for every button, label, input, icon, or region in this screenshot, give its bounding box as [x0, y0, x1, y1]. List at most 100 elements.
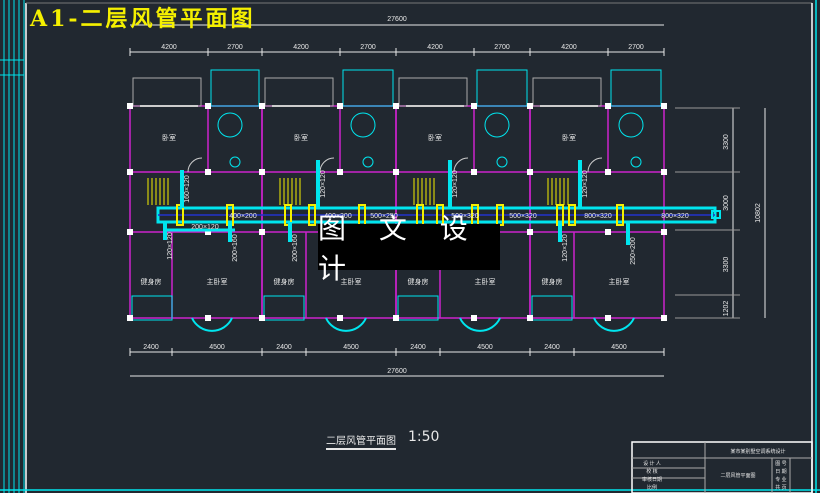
dimension-top: 4200 — [161, 44, 177, 51]
title-block-drawing: 二层风管平面图 — [720, 472, 755, 479]
bathtub-icon — [350, 112, 376, 138]
column — [527, 169, 533, 175]
room-label-gym: 健身房 — [542, 277, 563, 286]
column — [127, 229, 133, 235]
duct-fitting — [496, 204, 504, 226]
title-block-label: 审核日期 — [642, 476, 662, 483]
title-block-label: 比例 — [647, 484, 657, 491]
title-block-label: 专 业 — [775, 476, 786, 483]
bay-window — [459, 317, 501, 332]
room-label-master-bedroom: 主卧室 — [207, 277, 228, 286]
title-block-label: 图 号 — [775, 461, 786, 467]
column — [605, 315, 611, 321]
balcony — [610, 69, 662, 107]
duct-fitting — [308, 204, 316, 226]
column — [205, 315, 211, 321]
room-label-master-bedroom: 主卧室 — [475, 277, 496, 286]
column — [259, 315, 265, 321]
duct-size-label: 500×320 — [509, 213, 537, 220]
dimension-bottom: 2400 — [143, 344, 159, 351]
duct-size-label: 500×250 — [370, 213, 398, 220]
door-swing — [187, 157, 203, 173]
dimension-bottom: 4500 — [477, 344, 493, 351]
column — [527, 103, 533, 109]
drawing-title: A1-二层风管平面图 — [30, 6, 256, 32]
drawing-caption: 二层风管平面图 — [326, 432, 396, 450]
dimension-top: 4200 — [561, 44, 577, 51]
dimension-right: 3300 — [723, 257, 730, 273]
washbasin-icon — [362, 156, 374, 168]
column — [393, 103, 399, 109]
door-swing — [453, 157, 469, 173]
column — [337, 169, 343, 175]
column — [661, 103, 667, 109]
column — [127, 169, 133, 175]
dimension-right-total: 10802 — [755, 203, 762, 223]
duct-size-label: 400×200 — [229, 213, 257, 220]
title-block-label: 日 期 — [775, 469, 786, 475]
column — [259, 229, 265, 235]
dimension-top: 2700 — [360, 44, 376, 51]
column — [527, 229, 533, 235]
dimension-top: 2700 — [227, 44, 243, 51]
room-label-gym: 健身房 — [274, 277, 295, 286]
column — [393, 169, 399, 175]
column — [127, 103, 133, 109]
column — [393, 315, 399, 321]
branch-size-label: 120×120 — [562, 234, 569, 262]
dimension-bottom: 2400 — [276, 344, 292, 351]
balcony — [342, 69, 394, 107]
column — [661, 315, 667, 321]
column — [337, 315, 343, 321]
dimension-right: 3300 — [723, 134, 730, 150]
door-swing — [319, 157, 335, 173]
balcony — [476, 69, 528, 107]
room-label-bedroom: 卧室 — [562, 133, 576, 142]
dimension-bottom: 4500 — [343, 344, 359, 351]
duct-fitting — [568, 204, 576, 226]
column — [471, 315, 477, 321]
column — [661, 169, 667, 175]
column — [259, 169, 265, 175]
duct-size-label: 400×200 — [324, 213, 352, 220]
column — [471, 103, 477, 109]
balcony — [263, 295, 305, 321]
room-label-bedroom: 卧室 — [428, 133, 442, 142]
bay-window — [191, 317, 233, 332]
balcony — [210, 69, 260, 107]
room-label-bedroom: 卧室 — [162, 133, 176, 142]
room-label-gym: 健身房 — [141, 277, 162, 286]
dimension-bottom-total: 27600 — [387, 368, 407, 375]
dimension-top: 2700 — [494, 44, 510, 51]
bathtub-icon — [484, 112, 510, 138]
washbasin-icon — [229, 156, 241, 168]
column — [605, 103, 611, 109]
branch-size-label: 120×120 — [167, 232, 174, 260]
duct-end-cap — [711, 210, 721, 219]
column — [337, 103, 343, 109]
title-block-project: 某市某别墅空调系统设计 — [730, 448, 785, 455]
bay-window — [593, 317, 635, 332]
column — [127, 315, 133, 321]
duct-size-label: 800×320 — [661, 213, 689, 220]
column — [661, 229, 667, 235]
dimension-bottom: 4500 — [209, 344, 225, 351]
branch-size-label: 250×200 — [630, 237, 637, 265]
door-swing — [587, 157, 603, 173]
balcony — [531, 295, 573, 321]
branch-size-label: 200×160 — [292, 234, 299, 262]
dimension-top-total: 27600 — [387, 16, 407, 23]
room-label-gym: 健身房 — [408, 277, 429, 286]
column — [259, 103, 265, 109]
dimension-bottom: 2400 — [544, 344, 560, 351]
title-block-label: 共 页 — [775, 484, 786, 491]
dimension-right: 1202 — [723, 301, 730, 317]
dimension-top: 4200 — [293, 44, 309, 51]
dimension-bottom: 4500 — [611, 344, 627, 351]
branch-size-label: 200×120 — [191, 224, 219, 231]
room-label-master-bedroom: 主卧室 — [341, 277, 362, 286]
watermark: 图 文 设 计 — [318, 212, 500, 285]
column — [527, 315, 533, 321]
room-label-bedroom: 卧室 — [294, 133, 308, 142]
drawing-scale: 1:50 — [408, 429, 440, 445]
